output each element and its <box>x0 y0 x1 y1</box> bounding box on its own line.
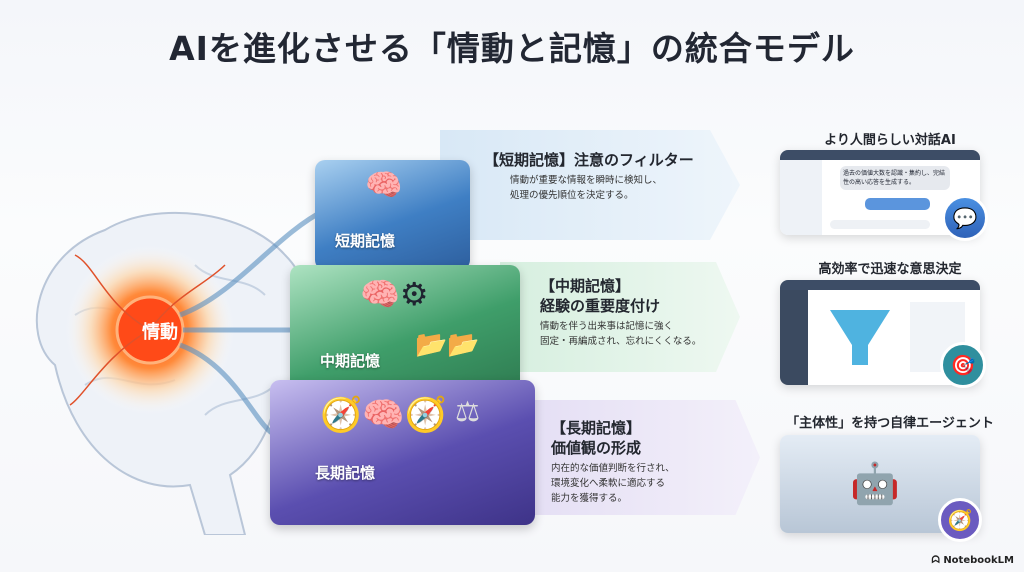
brain-illustration <box>35 207 327 535</box>
short-term-desc-line: 情動が重要な情報を瞬時に検知し、 <box>510 175 663 186</box>
mid-term-subheading: 経験の重要度付け <box>540 297 661 315</box>
long-term-label: 長期記憶 <box>315 464 376 482</box>
short-term-heading: 【短期記憶】注意のフィルター <box>484 151 694 169</box>
long-term-memory-block: 🧭🧠🧭 ⚖ 長期記憶 <box>270 380 535 525</box>
short-term-label: 短期記憶 <box>335 232 396 250</box>
outcome-title-dialogue-ai: より人間らしい対話AI <box>824 133 956 148</box>
mid-term-label: 中期記憶 <box>320 352 381 370</box>
short-term-memory-block: 🧠 短期記憶 <box>315 160 470 270</box>
long-term-desc-line: 内在的な価値判断を行され、 <box>551 463 675 474</box>
scales-icon: ⚖ <box>455 395 481 428</box>
mid-term-band <box>500 262 740 372</box>
outcome-title-decision: 高効率で迅速な意思決定 <box>818 262 962 277</box>
chat-bubble: 過去の価値大数を認識・集約し、完結性の高い応答を生成する。 <box>840 166 950 190</box>
mid-term-heading: 【中期記憶】 <box>540 277 631 295</box>
brain-gears-icon: 🧠⚙ <box>360 275 429 313</box>
funnel-dashboard-illustration <box>780 280 980 385</box>
long-term-subheading: 価値観の形成 <box>551 439 642 457</box>
mid-term-desc-line: 固定・再編成され、忘れにくくなる。 <box>540 336 702 347</box>
heart-chat-icon: 💬 <box>942 195 988 241</box>
page-title: AIを進化させる「情動と記憶」の統合モデル <box>169 29 855 68</box>
long-term-desc-line: 能力を獲得する。 <box>551 493 628 504</box>
long-term-band <box>515 400 760 515</box>
compass-icon: 🧭 <box>938 498 982 542</box>
folders-icon: 📂📂 <box>415 330 480 360</box>
brain-compass-icon: 🧭🧠🧭 <box>320 395 448 435</box>
outcome-title-autonomous-agent: 「主体性」を持つ自律エージェント <box>786 416 994 431</box>
long-term-heading: 【長期記憶】 <box>551 419 642 437</box>
mid-term-memory-block: 🧠⚙ 📂📂 中期記憶 <box>290 265 520 395</box>
notebooklm-brand: ᗣ NotebookLM <box>931 555 1014 566</box>
robot-icon: 🤖 <box>850 461 900 507</box>
target-icon: 🎯 <box>940 342 986 388</box>
emotion-label: 情動 <box>142 322 178 343</box>
short-term-band <box>440 130 740 240</box>
robot-agent-illustration: 🤖 <box>780 435 980 533</box>
brand-label: NotebookLM <box>943 555 1014 566</box>
short-term-desc-line: 処理の優先順位を決定する。 <box>510 190 634 201</box>
long-term-desc-line: 環境変化へ柔軟に適応する <box>551 478 666 489</box>
brain-filter-icon: 🧠 <box>365 168 403 203</box>
mid-term-desc-line: 情動を伴う出来事は記憶に強く <box>540 321 674 332</box>
